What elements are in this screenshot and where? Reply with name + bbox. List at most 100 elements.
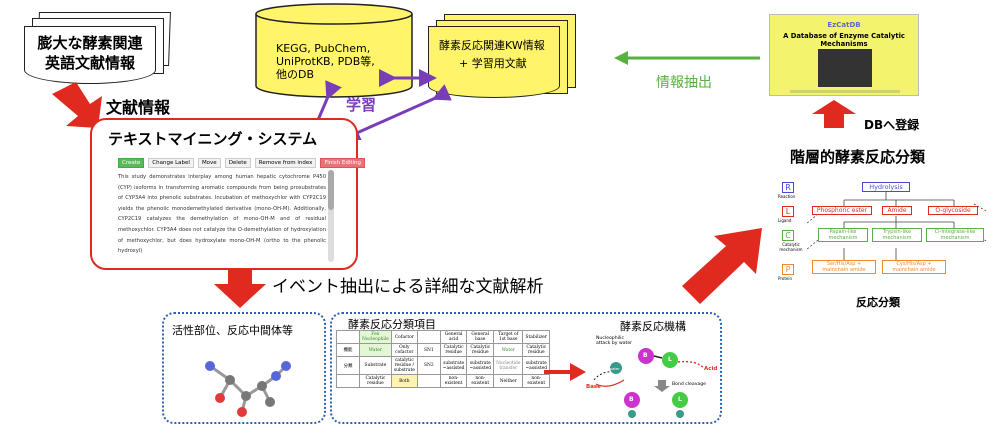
table-row: 機能 Water Only cofactor SN1 Catalytic res… bbox=[336, 343, 551, 357]
ezcatdb-link-bar bbox=[790, 90, 900, 93]
create-button[interactable]: Create bbox=[118, 158, 145, 168]
table-cell: substrate ~assisted bbox=[522, 356, 551, 375]
abstract-scroll-thumb[interactable] bbox=[328, 170, 334, 210]
table-row: 分類 Substrate catalytic residue / substra… bbox=[336, 356, 551, 375]
remove-from-index-button[interactable]: Remove from index bbox=[254, 158, 317, 168]
ezcatdb-molecule-image bbox=[818, 49, 872, 87]
hierarchy-top-node: Hydrolysis bbox=[862, 182, 910, 192]
table-title: 酵素反応分類項目 bbox=[348, 318, 436, 331]
table-cell: Cofactor bbox=[390, 330, 418, 344]
table-cell: Target of 1st base bbox=[493, 330, 524, 344]
table-cell: Neither bbox=[493, 374, 524, 388]
move-button[interactable]: Move bbox=[197, 158, 221, 168]
mechanism-bond-cleavage: Bond cleavage bbox=[672, 382, 706, 387]
table-cell: Stabilizer bbox=[522, 330, 551, 344]
mechanism-nucleophile-note: Nucleophilic attack by water bbox=[596, 336, 633, 346]
delete-button[interactable]: Delete bbox=[224, 158, 251, 168]
protein-node-2: Cys/His/Asp + mainchain amide bbox=[882, 260, 946, 274]
active-site-box bbox=[162, 312, 326, 424]
register-label: DBへ登録 bbox=[864, 118, 920, 132]
literature-line-1: 膨大な酵素関連 bbox=[37, 34, 143, 52]
table-cell: non- existent bbox=[466, 374, 495, 388]
database-line-2: UniProtKB, PDB等, bbox=[276, 55, 375, 68]
table-cell: catalytic residue / substrate bbox=[390, 356, 418, 375]
table-cell: General acid bbox=[439, 330, 468, 344]
ligand-node-2: Amide bbox=[882, 206, 912, 215]
table-cell: substrate ~assisted bbox=[466, 356, 495, 375]
mechanism-node-2: Trypsin-like mechanism bbox=[872, 228, 922, 242]
table-cell bbox=[336, 374, 360, 388]
level-p-code: P bbox=[782, 264, 794, 275]
table-cell: 分類 bbox=[336, 356, 360, 375]
classification-table: Fen Nucleophile Cofactor General acid Ge… bbox=[336, 330, 551, 388]
database-line-3: 他のDB bbox=[276, 68, 315, 81]
learning-label: 学習 bbox=[346, 96, 377, 114]
hierarchy-caption: 反応分類 bbox=[856, 296, 900, 309]
literature-arrow bbox=[52, 82, 102, 128]
text-mining-panel bbox=[90, 118, 358, 270]
extract-label: 情報抽出 bbox=[656, 75, 712, 91]
table-cell bbox=[336, 330, 360, 344]
database-cylinder bbox=[255, 3, 413, 98]
table-cell: SN1 bbox=[416, 343, 441, 357]
database-line-1: KEGG, PubChem, bbox=[276, 42, 371, 55]
level-p-name: Protein bbox=[778, 276, 793, 281]
mechanism-node-b1: B bbox=[643, 352, 648, 359]
table-cell bbox=[416, 374, 441, 388]
table-cell: 機能 bbox=[336, 343, 360, 357]
kw-line-2: + 学習用文献 bbox=[459, 57, 527, 70]
classification-box bbox=[330, 312, 722, 424]
literature-line-2: 英語文献情報 bbox=[44, 54, 135, 72]
literature-label: 文献情報 bbox=[106, 98, 171, 117]
table-row: Catalytic residue Both non- existent non… bbox=[336, 374, 551, 388]
table-cell: Water bbox=[359, 343, 392, 357]
abstract-text: This study demonstrates interplay among … bbox=[118, 174, 326, 255]
mechanism-node-b2: B bbox=[629, 396, 634, 403]
mechanism-node-l2: L bbox=[678, 396, 682, 403]
mechanism-node-l1: L bbox=[668, 356, 672, 363]
table-cell: Only cofactor bbox=[390, 343, 418, 357]
table-cell: Fen Nucleophile bbox=[359, 330, 392, 344]
mechanism-node-1: Papain-like mechanism bbox=[818, 228, 868, 242]
mechanism-base: Base bbox=[586, 384, 601, 390]
table-cell: Both bbox=[390, 374, 418, 388]
table-cell: General base bbox=[466, 330, 495, 344]
molecule-3d-image bbox=[205, 361, 291, 417]
ezcatdb-subtitle: A Database of Enzyme Catalytic Mechanism… bbox=[783, 32, 905, 48]
table-header-row: Fen Nucleophile Cofactor General acid Ge… bbox=[336, 330, 551, 344]
hierarchy-title: 階層的酵素反応分類 bbox=[790, 148, 926, 166]
mechanism-node-3: Cl-Integrase-like mechanism bbox=[926, 228, 984, 242]
kw-line-1: 酵素反応関連KW情報 bbox=[439, 39, 545, 52]
table-cell: SN2 bbox=[416, 356, 441, 375]
table-cell: non- existent bbox=[522, 374, 551, 388]
database-text: KEGG, PubChem, UniProtKB, PDB等, 他のDB bbox=[276, 42, 375, 81]
protein-node-1: Ser/His/Asp + mainchain amide bbox=[812, 260, 876, 274]
mechanism-title: 酵素反応機構 bbox=[620, 320, 686, 333]
table-cell: non- existent bbox=[439, 374, 468, 388]
abstract-scrollbar[interactable] bbox=[328, 170, 334, 262]
table-cell: Catalytic residue bbox=[466, 343, 495, 357]
ezcatdb-title: EzCatDB bbox=[827, 21, 861, 29]
table-cell bbox=[416, 330, 441, 344]
level-c-name: Catalytic mechanism bbox=[779, 242, 803, 252]
literature-doc: 膨大な酵素関連 英語文献情報 bbox=[24, 26, 156, 84]
extract-arrow bbox=[614, 51, 760, 65]
table-cell: Catalytic residue bbox=[522, 343, 551, 357]
ligand-node-3: O-glycoside bbox=[928, 206, 978, 215]
table-cell: Nucleotide transfer bbox=[493, 356, 524, 375]
finish-editing-button[interactable]: Finish Editing bbox=[320, 158, 365, 168]
mechanism-diagram bbox=[593, 348, 705, 418]
table-cell: substrate ~assisted bbox=[439, 356, 468, 375]
level-r-name: Reaction bbox=[778, 194, 796, 199]
level-r-code: R bbox=[782, 182, 794, 193]
change-label-button[interactable]: Change Label bbox=[148, 158, 194, 168]
ligand-node-1: Phosphoric ester bbox=[812, 206, 872, 215]
level-l-code: L bbox=[782, 206, 794, 217]
active-site-label: 活性部位、反応中間体等 bbox=[172, 324, 293, 337]
text-mining-toolbar: Create Change Label Move Delete Remove f… bbox=[118, 158, 365, 168]
ezcatdb-screenshot: EzCatDB A Database of Enzyme Catalytic M… bbox=[769, 14, 919, 96]
hierarchy-arrow bbox=[682, 228, 762, 304]
event-arrow bbox=[214, 268, 266, 308]
register-arrow bbox=[812, 100, 856, 128]
level-c-code: C bbox=[782, 230, 794, 241]
